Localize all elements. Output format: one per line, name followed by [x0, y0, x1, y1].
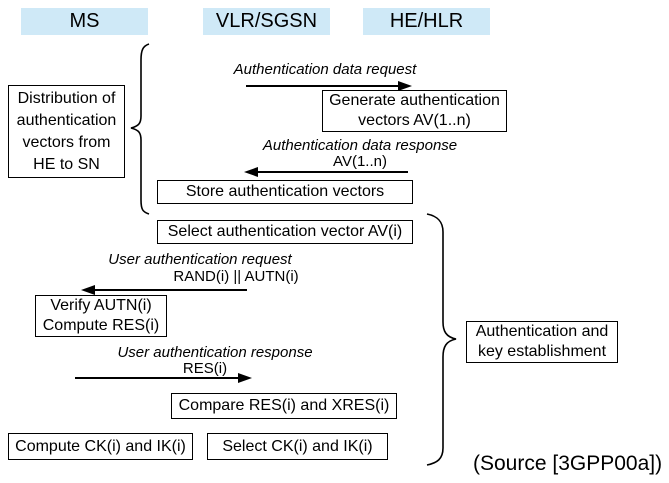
label-auth-data-request: Authentication data request: [233, 61, 417, 78]
compare-res-box: Compare RES(i) and XRES(i): [171, 393, 397, 419]
column-header-vlr-sgsn: VLR/SGSN: [203, 8, 330, 35]
param-res: RES(i): [182, 360, 228, 377]
column-header-he-hlr: HE/HLR: [363, 8, 490, 35]
auth-establishment-phase-box: Authentication and key establishment: [466, 321, 618, 363]
source-citation: (Source [3GPP00a]): [473, 452, 663, 475]
generate-vectors-box: Generate authentication vectors AV(1..n): [322, 90, 507, 132]
arrowhead-left-icon: [81, 285, 95, 295]
select-ck-ik-box: Select CK(i) and IK(i): [207, 433, 388, 460]
column-header-ms: MS: [21, 8, 148, 35]
store-vectors-box: Store authentication vectors: [157, 180, 413, 204]
select-vector-box: Select authentication vector AV(i): [157, 220, 413, 244]
label-user-auth-request: User authentication request: [108, 251, 292, 268]
param-av-vector: AV(1..n): [333, 153, 387, 170]
verify-compute-box: Verify AUTN(i) Compute RES(i): [35, 295, 167, 337]
arrow-user-auth-request: [81, 285, 247, 295]
compute-ck-ik-box: Compute CK(i) and IK(i): [8, 433, 193, 460]
distribution-phase-box: Distribution of authentication vectors f…: [8, 85, 125, 178]
label-auth-data-response: Authentication data response: [262, 137, 458, 154]
param-rand-autn: RAND(i) || AUTN(i): [173, 268, 299, 285]
right-brace: [426, 213, 457, 466]
label-user-auth-response: User authentication response: [117, 344, 313, 361]
left-brace: [130, 43, 150, 215]
